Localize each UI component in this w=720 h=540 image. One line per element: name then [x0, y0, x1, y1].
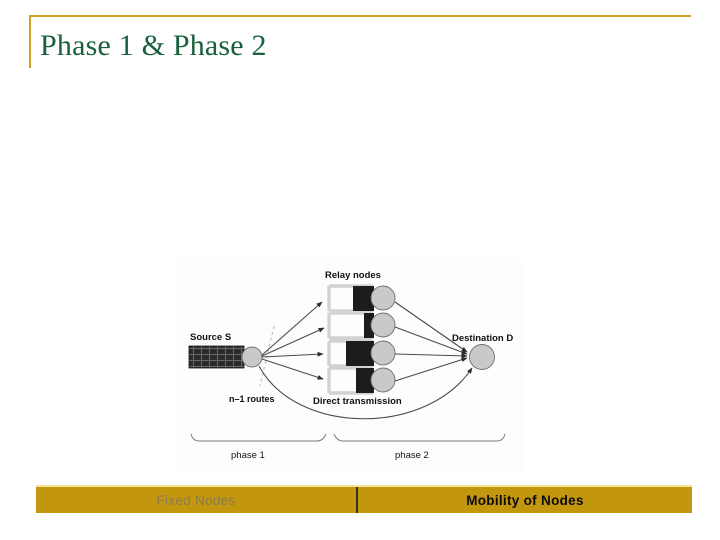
relay-buffer-fill: [364, 313, 374, 338]
relay-node: [327, 311, 396, 340]
relay-node: [327, 366, 396, 395]
destination-node: Destination D: [452, 333, 513, 370]
title-rule-left: [29, 15, 31, 68]
title-rule-top: [29, 15, 691, 17]
footer-cell-mobility-of-nodes[interactable]: Mobility of Nodes: [466, 492, 584, 508]
phase1-link-1: [261, 301, 323, 356]
source-buffer: [188, 345, 245, 369]
relay-circle: [370, 367, 396, 393]
relay-circle: [370, 340, 396, 366]
phase2-link-4: [394, 357, 468, 382]
phase2-link-1: [394, 301, 468, 353]
source-node: Source S: [188, 332, 263, 369]
phase1-links: [261, 301, 325, 380]
phase2-link-3: [394, 353, 468, 359]
footer-cell-fixed-nodes[interactable]: Fixed Nodes: [36, 487, 358, 513]
routes-guide-line: [259, 325, 275, 387]
phase1-bracket: [190, 433, 327, 442]
routes-label: n–1 routes: [229, 394, 275, 404]
relay-buffer-fill: [356, 368, 374, 393]
relay-circle: [370, 312, 396, 338]
source-label: Source S: [190, 332, 231, 343]
direct-transmission-arc: [258, 365, 473, 420]
two-phase-relay-diagram: Source S n–1 routes Relay nodes: [177, 258, 523, 473]
relay-buffer-fill: [346, 341, 374, 366]
phase-brackets: [190, 433, 506, 442]
relay-buffer-fill: [353, 286, 374, 311]
phase1-link-2: [261, 327, 325, 357]
relay-circle: [370, 285, 396, 311]
source-circle: [241, 346, 263, 368]
slide-header: Phase 1 & Phase 2: [0, 0, 720, 95]
destination-circle: [469, 344, 495, 370]
page-title: Phase 1 & Phase 2: [40, 29, 267, 62]
phase2-link-2: [394, 326, 468, 355]
phase2-links: [394, 301, 468, 382]
phase2-label: phase 2: [395, 450, 429, 461]
destination-label: Destination D: [452, 333, 513, 344]
phase1-link-4: [261, 358, 324, 380]
relay-node: [327, 339, 396, 368]
network-diagram-figure: Source S n–1 routes Relay nodes: [177, 258, 523, 473]
relay-nodes-label: Relay nodes: [325, 270, 381, 281]
phase1-label: phase 1: [231, 450, 265, 461]
direct-transmission-label: Direct transmission: [313, 396, 402, 407]
footer-band: Fixed Nodes Mobility of Nodes: [36, 485, 692, 513]
phase2-bracket: [333, 433, 506, 442]
relay-node: [327, 284, 396, 313]
phase1-link-3: [261, 351, 324, 358]
